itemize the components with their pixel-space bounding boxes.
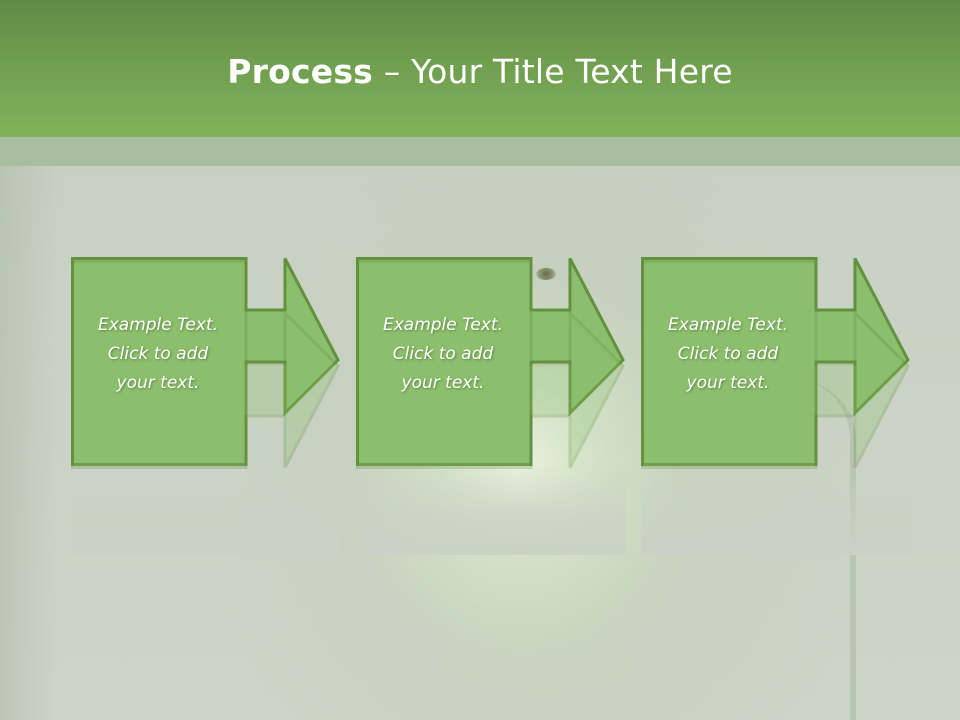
- step-reflection: [356, 260, 625, 469]
- step-text-line1: Example Text.: [97, 315, 219, 335]
- step-text-line3: your text.: [116, 373, 200, 393]
- step-reflection: [71, 260, 340, 469]
- reflection-fade: [356, 465, 626, 555]
- step-reflection: [641, 260, 910, 469]
- reflection-fade: [71, 465, 341, 555]
- process-step-2[interactable]: Example Text. Click to add your text.: [356, 257, 626, 555]
- background-shadow-band: [0, 138, 60, 720]
- step-text-line3: your text.: [401, 373, 485, 393]
- title-bold-part: Process: [227, 52, 374, 91]
- header-bar: [0, 0, 960, 137]
- step-text[interactable]: Example Text. Click to add your text.: [71, 311, 245, 398]
- step-text-line2: Click to add: [392, 344, 494, 364]
- step-text[interactable]: Example Text. Click to add your text.: [356, 311, 530, 398]
- reflection-fade: [641, 465, 911, 555]
- title-rest-part: – Your Title Text Here: [373, 52, 733, 91]
- slide-title[interactable]: Process – Your Title Text Here: [0, 52, 960, 91]
- step-text-line2: Click to add: [677, 344, 779, 364]
- process-step-1[interactable]: Example Text. Click to add your text.: [71, 257, 341, 555]
- step-text-line1: Example Text.: [382, 315, 504, 335]
- step-arrow-shape: [356, 257, 625, 466]
- step-arrow-shape: [641, 257, 910, 466]
- step-arrow-shape: [71, 257, 340, 466]
- step-text-line3: your text.: [686, 373, 770, 393]
- process-step-3[interactable]: Example Text. Click to add your text.: [641, 257, 911, 555]
- apple-stem-image: [536, 268, 556, 280]
- step-text[interactable]: Example Text. Click to add your text.: [641, 311, 815, 398]
- step-text-line1: Example Text.: [667, 315, 789, 335]
- header-underline-band: [0, 137, 960, 166]
- step-text-line2: Click to add: [107, 344, 209, 364]
